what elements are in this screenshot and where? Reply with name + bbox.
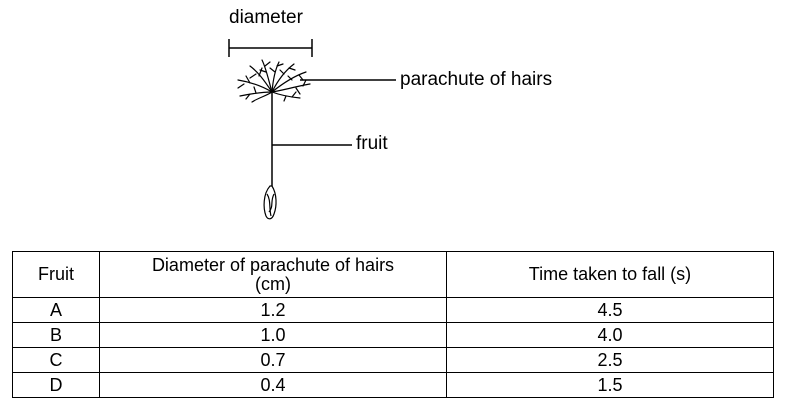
header-time: Time taken to fall (s): [446, 251, 774, 298]
diameter-bracket: [228, 39, 313, 57]
cell-diameter: 1.2: [99, 297, 447, 323]
cell-fruit: C: [12, 347, 100, 373]
table-row: B 1.0 4.0: [12, 322, 774, 348]
dandelion-seed-illustration: [228, 39, 396, 220]
cell-time: 4.5: [446, 297, 774, 323]
results-table: Fruit Diameter of parachute of hairs (cm…: [12, 251, 774, 398]
fruit-label: fruit: [356, 133, 388, 154]
cell-fruit: D: [12, 372, 100, 398]
header-diameter-line1: Diameter of parachute of hairs: [151, 254, 395, 275]
table-row: D 0.4 1.5: [12, 372, 774, 398]
fruit-body-drawing: [263, 185, 277, 220]
cell-fruit: B: [12, 322, 100, 348]
diameter-label: diameter: [229, 7, 303, 28]
cell-time: 2.5: [446, 347, 774, 373]
table-header-row: Fruit Diameter of parachute of hairs (cm…: [12, 251, 774, 298]
header-fruit: Fruit: [12, 251, 100, 298]
table-row: A 1.2 4.5: [12, 297, 774, 323]
seed-diagram: diameter parachute of hairs fruit: [228, 7, 553, 220]
cell-time: 1.5: [446, 372, 774, 398]
header-diameter: Diameter of parachute of hairs (cm): [99, 251, 447, 298]
cell-diameter: 0.4: [99, 372, 447, 398]
cell-fruit: A: [12, 297, 100, 323]
cell-diameter: 0.7: [99, 347, 447, 373]
cell-time: 4.0: [446, 322, 774, 348]
parachute-hairs-drawing: [237, 59, 311, 103]
table-row: C 0.7 2.5: [12, 347, 774, 373]
cell-diameter: 1.0: [99, 322, 447, 348]
header-diameter-line2: (cm): [255, 273, 291, 294]
parachute-label: parachute of hairs: [400, 69, 553, 90]
